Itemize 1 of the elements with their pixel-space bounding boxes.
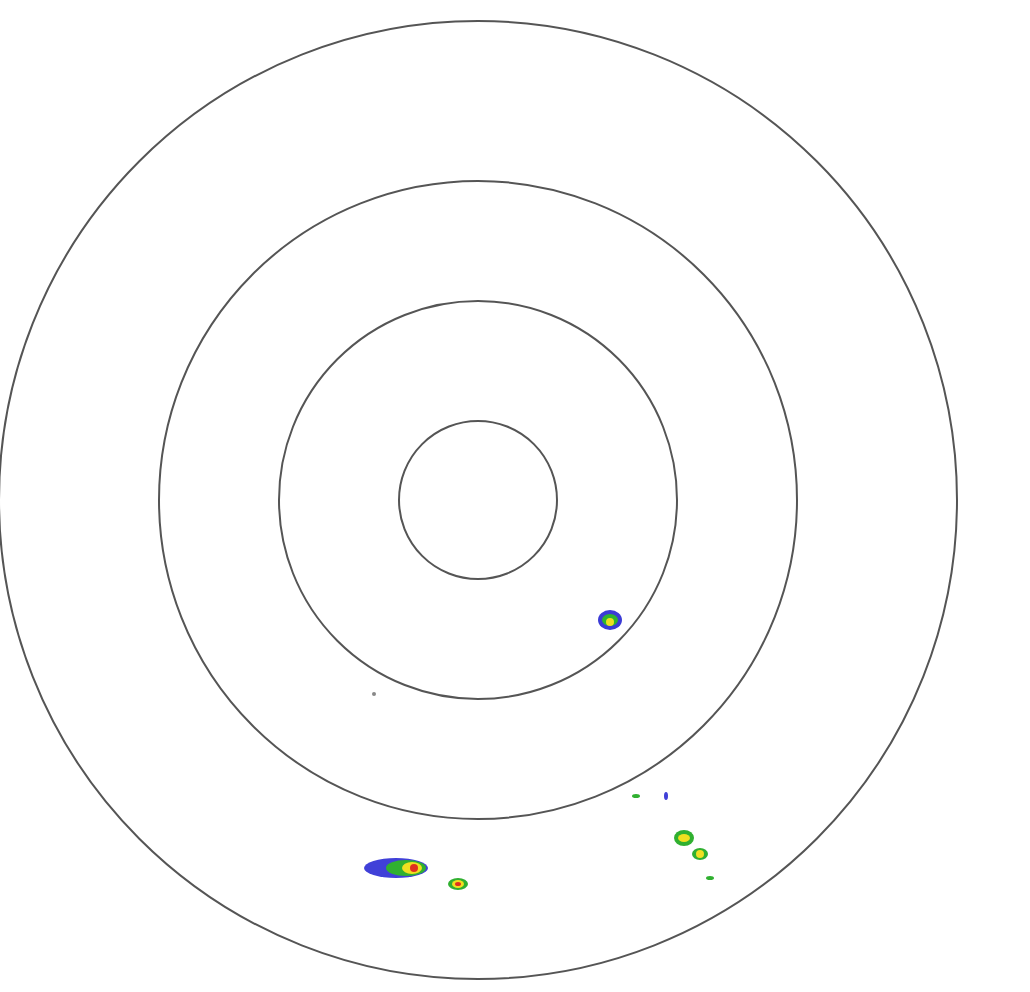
range-ring: [398, 420, 558, 580]
